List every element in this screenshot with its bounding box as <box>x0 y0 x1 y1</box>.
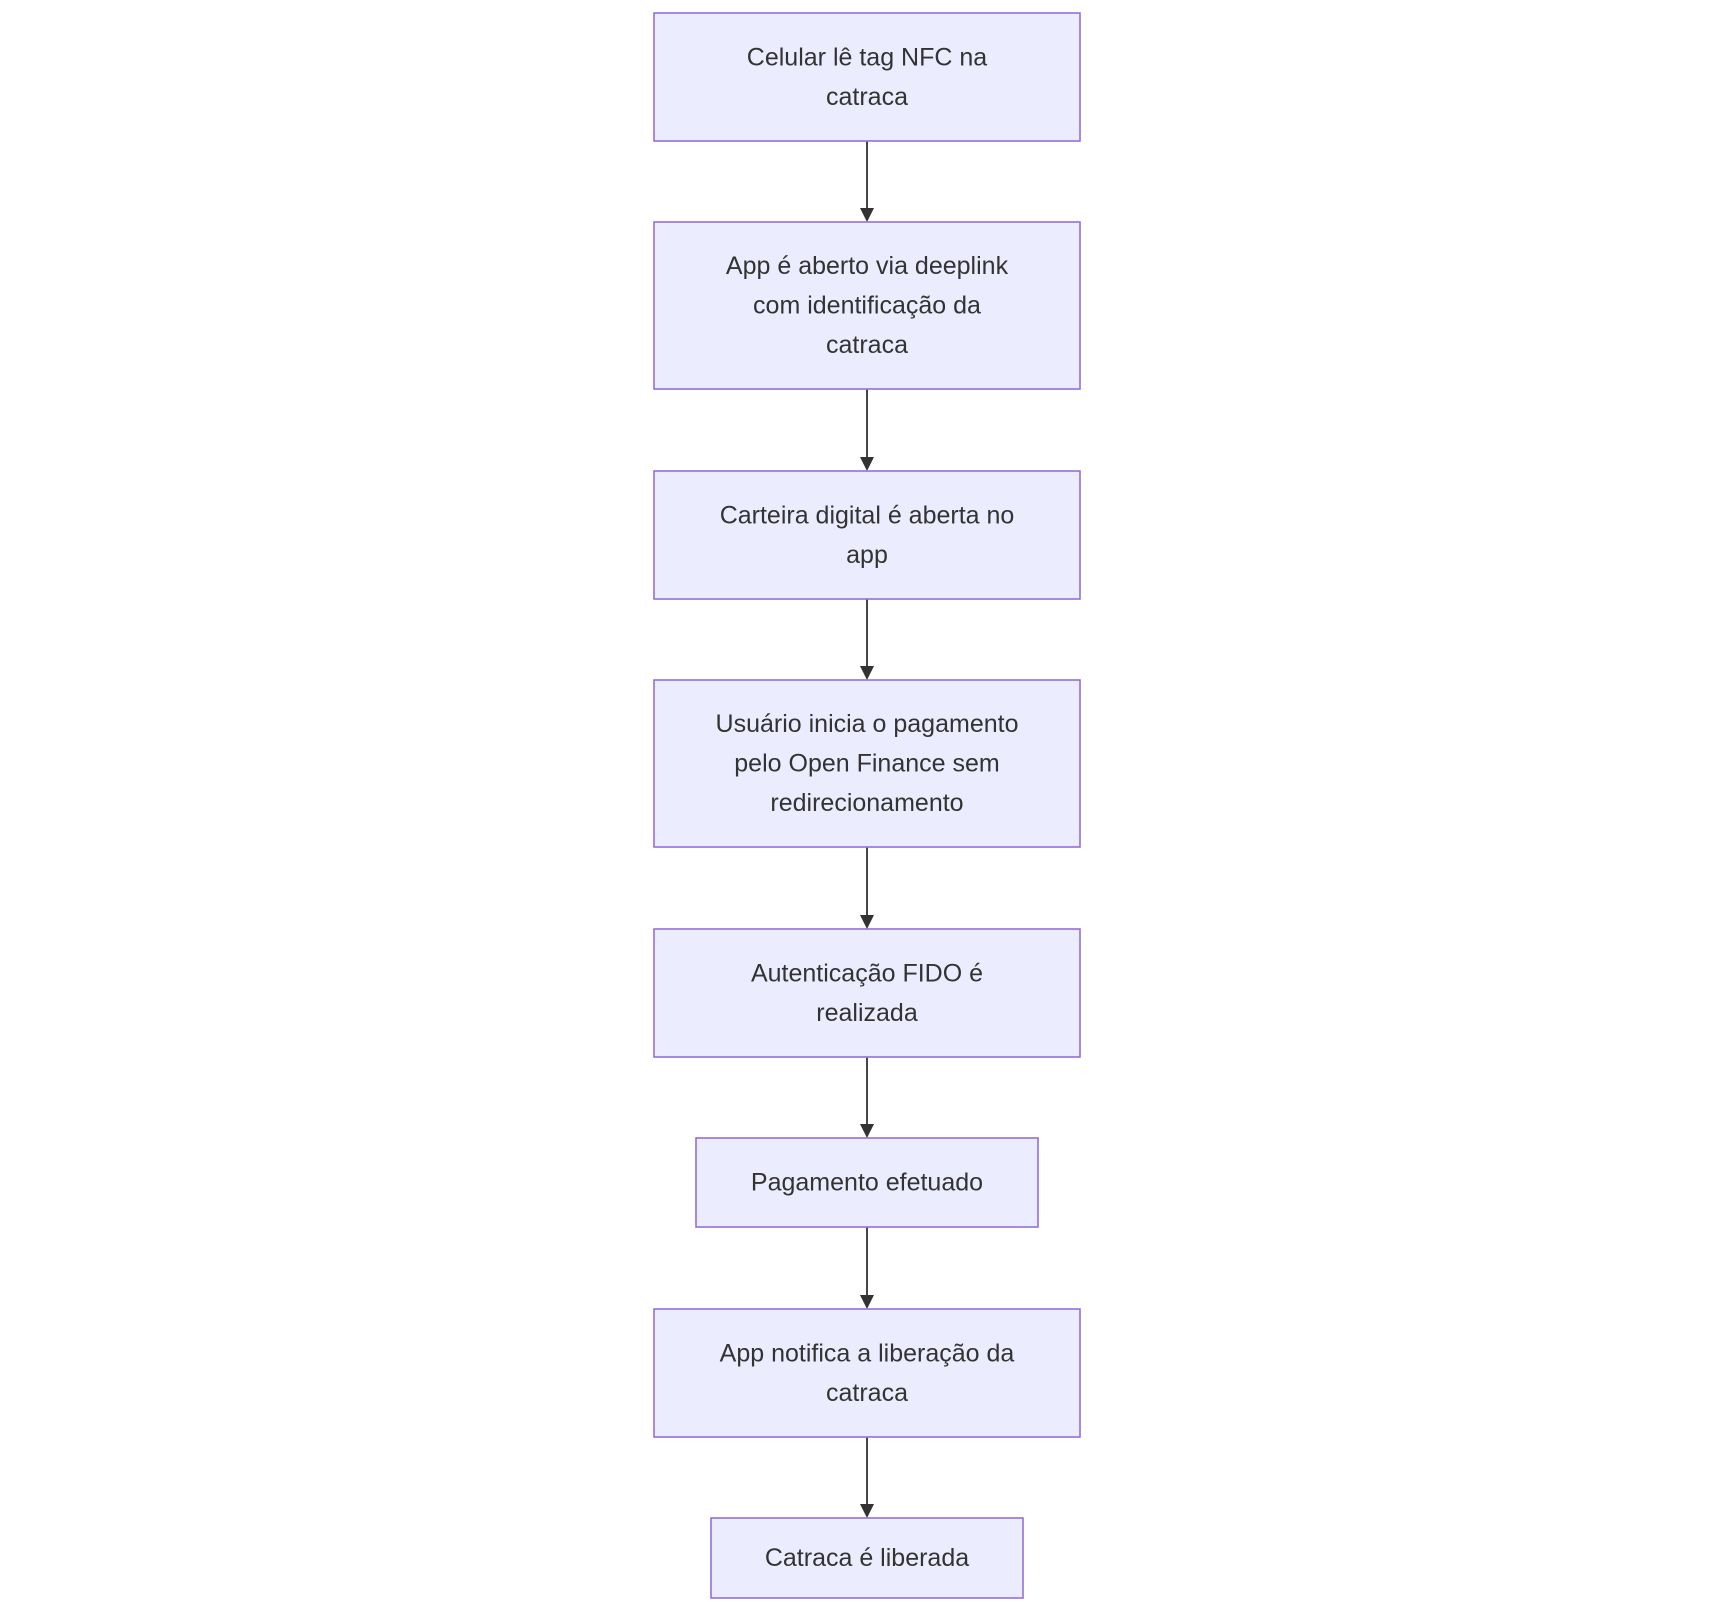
flow-node-box <box>653 221 1081 390</box>
flow-node-label-line: realizada <box>816 999 918 1027</box>
flow-arrow-6 <box>860 1227 874 1309</box>
flow-node-label-line: catraca <box>826 331 908 359</box>
arrowhead-icon <box>860 666 874 680</box>
flow-node-label-line: pelo Open Finance sem <box>734 750 999 778</box>
flow-node-label-line: Catraca é liberada <box>765 1544 969 1572</box>
flow-node-box <box>695 1137 1039 1228</box>
flow-node-label-line: catraca <box>826 83 908 111</box>
arrowhead-icon <box>860 457 874 471</box>
flow-node-label-line: Autenticação FIDO é <box>751 959 983 987</box>
flow-node-label-line: Usuário inicia o pagamento <box>716 710 1019 738</box>
flow-node-1: Celular lê tag NFC na catraca <box>653 12 1081 142</box>
flow-node-7: App notifica a liberação da catraca <box>653 1308 1081 1438</box>
edges-layer <box>860 141 874 1518</box>
flow-node-box <box>653 470 1081 600</box>
flow-arrow-1 <box>860 141 874 222</box>
flow-node-box <box>653 928 1081 1058</box>
flow-node-label-line: App notifica a liberação da <box>720 1339 1015 1367</box>
flow-arrow-4 <box>860 847 874 929</box>
flow-node-label-line: redirecionamento <box>770 789 963 817</box>
flow-node-3: Carteira digital é aberta no app <box>653 470 1081 600</box>
flow-arrow-3 <box>860 599 874 680</box>
flow-node-label-line: Celular lê tag NFC na <box>747 43 987 71</box>
arrowhead-icon <box>860 1504 874 1518</box>
arrowhead-icon <box>860 915 874 929</box>
flow-node-box <box>653 12 1081 142</box>
arrowhead-icon <box>860 1124 874 1138</box>
flow-node-label-line: Pagamento efetuado <box>751 1169 983 1197</box>
flow-node-5: Autenticação FIDO é realizada <box>653 928 1081 1058</box>
flow-node-box <box>653 1308 1081 1438</box>
flow-node-label-line: App é aberto via deeplink <box>726 252 1009 280</box>
arrowhead-icon <box>860 208 874 222</box>
flow-arrow-2 <box>860 389 874 471</box>
flow-node-label-line: app <box>846 541 888 569</box>
flow-node-8: Catraca é liberada <box>710 1517 1024 1599</box>
flow-node-label-line: catraca <box>826 1379 908 1407</box>
flow-node-box <box>710 1517 1024 1599</box>
arrowhead-icon <box>860 1295 874 1309</box>
flow-node-2: App é aberto via deeplink com identificaç… <box>653 221 1081 390</box>
flow-node-box <box>653 679 1081 848</box>
flow-arrow-5 <box>860 1057 874 1138</box>
flow-node-6: Pagamento efetuado <box>695 1137 1039 1228</box>
flow-node-4: Usuário inicia o pagamento pelo Open Fina… <box>653 679 1081 848</box>
flow-node-label-line: Carteira digital é aberta no <box>720 501 1015 529</box>
flow-node-label-line: com identificação da <box>753 292 981 320</box>
flow-arrow-7 <box>860 1437 874 1518</box>
